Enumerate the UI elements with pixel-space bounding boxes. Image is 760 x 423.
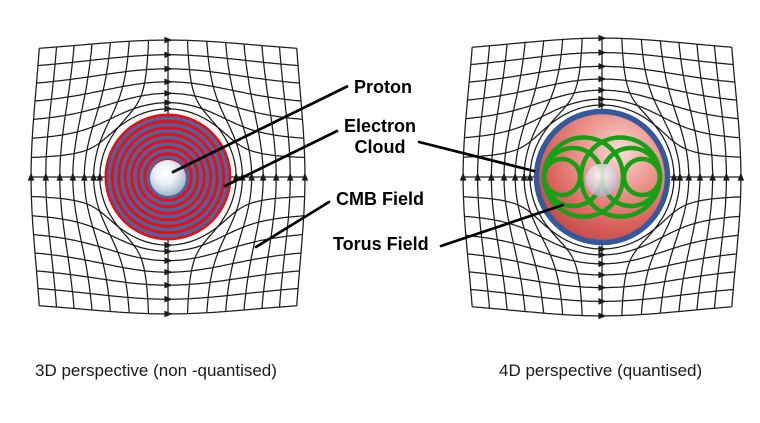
- flow-arrow-up-icon: [69, 172, 77, 181]
- label-cmb-field: CMB Field: [336, 189, 424, 209]
- electron-orbit-ring: [139, 148, 197, 206]
- electron-orbit-ring: [113, 122, 223, 232]
- flow-arrow-right-icon: [164, 268, 173, 276]
- flow-arrow-right-icon: [164, 105, 173, 113]
- flow-arrow-up-icon: [488, 172, 495, 181]
- electron-orbit-ring: [126, 135, 210, 219]
- flow-arrow-up-icon: [520, 172, 528, 181]
- electron-cloud-pointer-left: [223, 129, 339, 188]
- flow-arrow-right-icon: [598, 245, 607, 253]
- flow-arrow-up-icon: [709, 172, 716, 181]
- electron-cloud-pointer-right: [417, 140, 536, 173]
- proton-core-sphere: [585, 163, 619, 197]
- flow-arrow-up-icon: [526, 172, 534, 181]
- flow-arrow-right-icon: [164, 241, 173, 249]
- flow-arrow-right-icon: [598, 49, 607, 56]
- flow-arrow-right-icon: [598, 34, 607, 42]
- caption-3d-perspective: 3D perspective (non -quantised): [35, 361, 277, 380]
- flow-arrow-up-icon: [81, 172, 88, 181]
- flow-arrow-up-icon: [90, 172, 97, 181]
- flow-arrow-right-icon: [598, 298, 607, 305]
- proton-sphere: [150, 160, 186, 196]
- flow-arrow-right-icon: [164, 51, 173, 59]
- flow-arrow-right-icon: [164, 36, 173, 44]
- torus-field-ring-left: [541, 135, 626, 219]
- flow-arrow-right-icon: [598, 95, 607, 103]
- torus-field-pointer-line: [439, 203, 565, 248]
- flow-arrow-up-icon: [676, 172, 684, 181]
- electron-orbit-ring: [146, 155, 190, 199]
- flow-arrow-right-icon: [164, 281, 173, 289]
- label-proton: Proton: [354, 77, 412, 97]
- flow-arrow-up-icon: [670, 172, 678, 181]
- electron-orbit-ring: [107, 116, 229, 238]
- flow-arrow-up-icon: [696, 172, 704, 181]
- flow-arrow-up-icon: [27, 172, 35, 181]
- electron-orbit-ring: [133, 142, 203, 212]
- flow-arrow-right-icon: [164, 310, 173, 318]
- label-torus-field: Torus Field: [333, 234, 429, 254]
- flow-arrow-right-icon: [598, 101, 607, 109]
- flow-arrow-right-icon: [164, 78, 173, 86]
- flow-arrow-up-icon: [500, 172, 508, 181]
- flow-arrow-up-icon: [301, 172, 309, 181]
- flow-arrow-right-icon: [164, 90, 173, 97]
- flow-arrow-up-icon: [56, 172, 64, 181]
- flow-arrow-right-icon: [598, 260, 607, 268]
- flow-arrow-up-icon: [286, 172, 294, 181]
- flow-arrow-right-icon: [164, 248, 173, 255]
- flow-arrow-up-icon: [42, 172, 50, 181]
- flow-arrow-up-icon: [259, 172, 267, 181]
- flow-arrow-up-icon: [723, 172, 730, 181]
- flow-arrow-right-icon: [598, 86, 607, 94]
- electron-orbit-ring: [120, 129, 216, 225]
- flow-arrow-up-icon: [248, 172, 255, 181]
- label-electron-cloud: Electron Cloud: [343, 116, 417, 157]
- flow-arrow-up-icon: [685, 172, 693, 181]
- flow-arrow-right-icon: [598, 271, 607, 279]
- proton-pointer-line: [171, 85, 349, 174]
- atom-3d-nonquantised: [104, 113, 232, 241]
- flow-arrow-up-icon: [737, 172, 745, 181]
- flow-arrow-right-icon: [598, 75, 607, 83]
- flow-arrow-right-icon: [598, 312, 607, 320]
- cmb-grid-left: [27, 36, 309, 318]
- flow-arrow-up-icon: [511, 172, 519, 181]
- flow-arrow-right-icon: [164, 295, 173, 303]
- flow-arrow-right-icon: [164, 99, 173, 106]
- flow-arrow-right-icon: [598, 284, 607, 291]
- flow-arrow-up-icon: [272, 172, 280, 181]
- flow-arrow-right-icon: [598, 63, 607, 70]
- electron-shell-ring: [533, 108, 671, 246]
- flow-arrow-right-icon: [164, 65, 173, 73]
- caption-4d-perspective: 4D perspective (quantised): [499, 361, 703, 380]
- torus-field-ring-right: [578, 135, 663, 219]
- flow-arrow-up-icon: [459, 172, 467, 181]
- annotation-pointer-lines: [171, 85, 565, 249]
- atom-4d-quantised: [533, 108, 671, 246]
- flow-arrow-up-icon: [96, 172, 104, 181]
- flow-arrow-up-icon: [474, 172, 481, 181]
- flow-arrow-right-icon: [164, 257, 173, 264]
- cmb-field-pointer-line: [254, 200, 331, 249]
- flow-arrow-right-icon: [598, 251, 607, 259]
